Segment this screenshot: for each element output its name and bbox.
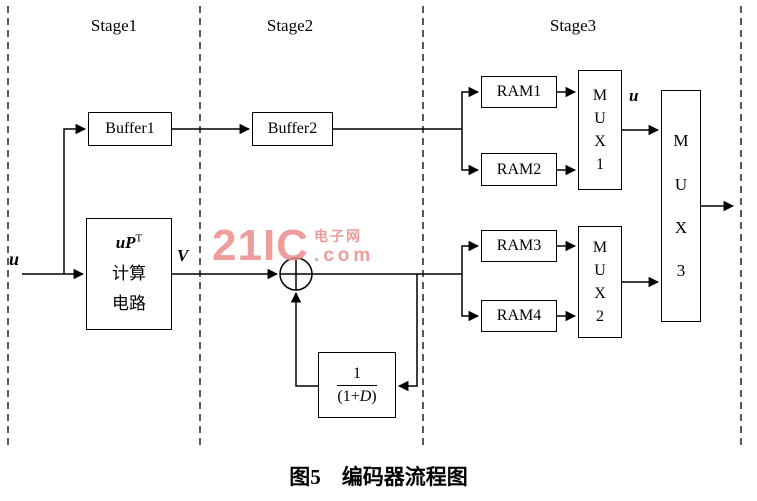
- circuit-formula-sup: T: [135, 232, 143, 245]
- v-signal-label: V: [177, 246, 189, 265]
- buffer1-block: Buffer1: [88, 112, 172, 146]
- stage3-label: Stage3: [549, 16, 597, 35]
- adder-symbol: [279, 257, 313, 291]
- feedback-den-open: (1+: [337, 387, 360, 405]
- mux3-label: MUX3: [673, 131, 689, 281]
- ram3-block: RAM3: [481, 230, 557, 262]
- feedback-numerator: 1: [337, 365, 377, 386]
- stage-divider-lines: [7, 6, 742, 448]
- circuit-label-line2: 计算: [112, 263, 146, 283]
- ram4-block: RAM4: [481, 300, 557, 332]
- mux2-label: MUX2: [592, 238, 608, 326]
- feedback-denominator: (1+D): [337, 386, 376, 406]
- computation-circuit-block: uPT 计算 电路: [86, 218, 172, 330]
- input-u-label: u: [9, 249, 20, 269]
- feedback-den-var: D: [359, 387, 372, 405]
- circuit-formula-base: uP: [115, 233, 136, 253]
- feedback-block: 1 (1+D): [318, 352, 396, 418]
- ram2-block: RAM2: [481, 153, 557, 186]
- stage1-label: Stage1: [90, 16, 138, 35]
- connection-arrows: [22, 86, 735, 392]
- figure-caption: 图5 编码器流程图: [289, 465, 468, 489]
- mux2-block: MUX2: [578, 226, 622, 338]
- mux1-label: MUX1: [592, 86, 608, 174]
- stage2-label: Stage2: [266, 16, 314, 35]
- mux1-block: MUX1: [578, 70, 622, 190]
- mux3-block: MUX3: [661, 90, 701, 322]
- ram1-block: RAM1: [481, 76, 557, 108]
- feedback-fraction: 1 (1+D): [337, 365, 377, 406]
- feedback-den-close: ): [371, 387, 377, 405]
- circuit-formula: uPT: [116, 228, 143, 259]
- buffer2-block: Buffer2: [252, 112, 333, 146]
- circuit-label-line3: 电路: [112, 294, 146, 314]
- mux1-output-u-label: u: [629, 86, 639, 105]
